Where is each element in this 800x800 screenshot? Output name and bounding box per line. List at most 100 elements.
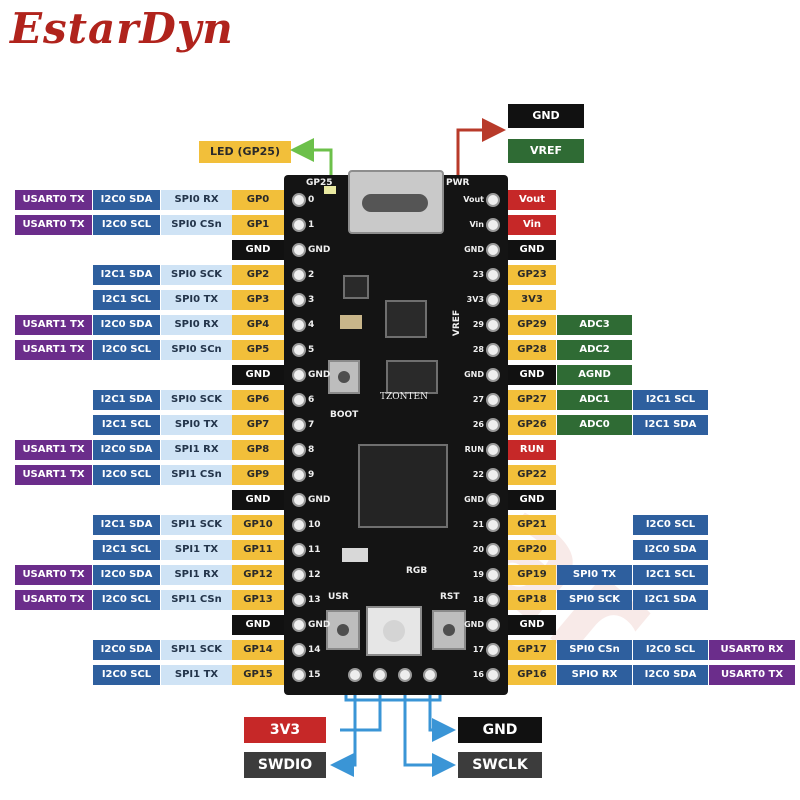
right-gpio-label: GP18 <box>508 590 556 610</box>
left-spi-label: SPI1 RX <box>161 565 232 585</box>
left-gnd-label: GND <box>232 615 284 635</box>
right-gpio-label: GP26 <box>508 415 556 435</box>
board-pin <box>486 218 500 232</box>
swd-pad <box>373 668 387 682</box>
right-pin-silk: 22 <box>472 470 484 479</box>
led-label: LED (GP25) <box>199 141 291 163</box>
left-gpio-label: GP2 <box>232 265 284 285</box>
swd-pad <box>398 668 412 682</box>
right-adc-label: ADC0 <box>557 415 632 435</box>
boot-button[interactable] <box>328 360 360 394</box>
led-component <box>324 186 336 194</box>
board-pin <box>486 468 500 482</box>
right-spi-label: SPI0 SCK <box>557 590 632 610</box>
left-i2c-label: I2C0 SDA <box>93 440 160 460</box>
left-i2c-label: I2C0 SDA <box>93 565 160 585</box>
left-spi-label: SPI1 TX <box>161 665 232 685</box>
usb-c-connector <box>348 170 444 234</box>
right-gpio-label: GP19 <box>508 565 556 585</box>
right-gpio-label: GP29 <box>508 315 556 335</box>
right-adc-label: ADC1 <box>557 390 632 410</box>
left-spi-label: SPI0 SCn <box>161 340 232 360</box>
right-pin-silk: 26 <box>472 420 484 429</box>
right-power-label: Vin <box>508 215 556 235</box>
right-pin-silk: 27 <box>472 395 484 404</box>
left-gpio-label: GP0 <box>232 190 284 210</box>
board-pin <box>292 418 306 432</box>
right-power-label: Vout <box>508 190 556 210</box>
left-i2c-label: I2C0 SCL <box>93 465 160 485</box>
right-i2c-label: I2C1 SCL <box>633 565 708 585</box>
board-pin <box>486 318 500 332</box>
left-pin-silk: 1 <box>308 220 315 230</box>
left-i2c-label: I2C0 SCL <box>93 340 160 360</box>
left-i2c-label: I2C1 SCL <box>93 415 160 435</box>
left-pin-silk: 4 <box>308 320 315 330</box>
left-pin-silk: 7 <box>308 420 315 430</box>
board-pin <box>486 393 500 407</box>
right-pin-silk: 21 <box>472 520 484 529</box>
board-pin <box>292 568 306 582</box>
left-pin-silk: 10 <box>308 520 321 530</box>
left-pin-silk: GND <box>308 370 331 380</box>
right-gnd-label: GND <box>508 365 556 385</box>
right-gpio-label: GP16 <box>508 665 556 685</box>
rp2040-chip <box>358 444 448 528</box>
right-pin-silk: GND <box>464 370 484 379</box>
brand-logo: EstarDyn <box>10 4 234 53</box>
left-usart-label: USART0 TX <box>15 215 92 235</box>
board-pin <box>292 293 306 307</box>
left-spi-label: SPI0 SCK <box>161 265 232 285</box>
left-i2c-label: I2C0 SCL <box>93 215 160 235</box>
crystal <box>342 548 368 562</box>
left-spi-label: SPI0 TX <box>161 290 232 310</box>
swclk-label: SWCLK <box>458 752 542 778</box>
right-spi-label: SPI0 TX <box>557 565 632 585</box>
left-usart-label: USART1 TX <box>15 315 92 335</box>
v33-label: 3V3 <box>244 717 326 743</box>
board-pin <box>292 668 306 682</box>
board-pin <box>292 193 306 207</box>
right-spi-label: SPI0 CSn <box>557 640 632 660</box>
left-i2c-label: I2C1 SCL <box>93 540 160 560</box>
left-pin-silk: GND <box>308 620 331 630</box>
left-pin-silk: 6 <box>308 395 315 405</box>
left-gpio-label: GP9 <box>232 465 284 485</box>
left-usart-label: USART1 TX <box>15 440 92 460</box>
left-usart-label: USART1 TX <box>15 340 92 360</box>
top-gnd-label: GND <box>508 104 584 128</box>
flash-chip <box>386 360 438 394</box>
right-i2c-label: I2C0 SCL <box>633 515 708 535</box>
rst-button[interactable] <box>432 610 466 650</box>
right-pin-silk: GND <box>464 245 484 254</box>
right-gnd-label: GND <box>508 240 556 260</box>
right-pin-silk: RUN <box>464 445 484 454</box>
left-i2c-label: I2C1 SDA <box>93 390 160 410</box>
left-gpio-label: GP10 <box>232 515 284 535</box>
left-gpio-label: GP6 <box>232 390 284 410</box>
left-spi-label: SPI1 RX <box>161 440 232 460</box>
swdio-arrow <box>330 675 357 777</box>
right-pin-silk: 19 <box>472 570 484 579</box>
left-gpio-label: GP4 <box>232 315 284 335</box>
right-spi-label: SPIO RX <box>557 665 632 685</box>
left-pin-silk: 3 <box>308 295 315 305</box>
right-i2c-label: I2C0 SDA <box>633 665 708 685</box>
left-gnd-label: GND <box>232 490 284 510</box>
right-pin-silk: 29 <box>472 320 484 329</box>
board-pin <box>486 643 500 657</box>
left-gpio-label: GP15 <box>232 665 284 685</box>
rgb-led <box>366 606 422 656</box>
right-adc-label: ADC2 <box>557 340 632 360</box>
left-spi-label: SPI1 TX <box>161 540 232 560</box>
board-pin <box>292 318 306 332</box>
board-pin <box>486 293 500 307</box>
usr-button[interactable] <box>326 610 360 650</box>
left-gnd-label: GND <box>232 240 284 260</box>
left-usart-label: USART0 TX <box>15 590 92 610</box>
brand-silk: TZONTEN <box>380 392 428 402</box>
left-i2c-label: I2C1 SDA <box>93 515 160 535</box>
rgb-silk: RGB <box>406 566 428 576</box>
board-pin <box>486 418 500 432</box>
board-pin <box>292 443 306 457</box>
